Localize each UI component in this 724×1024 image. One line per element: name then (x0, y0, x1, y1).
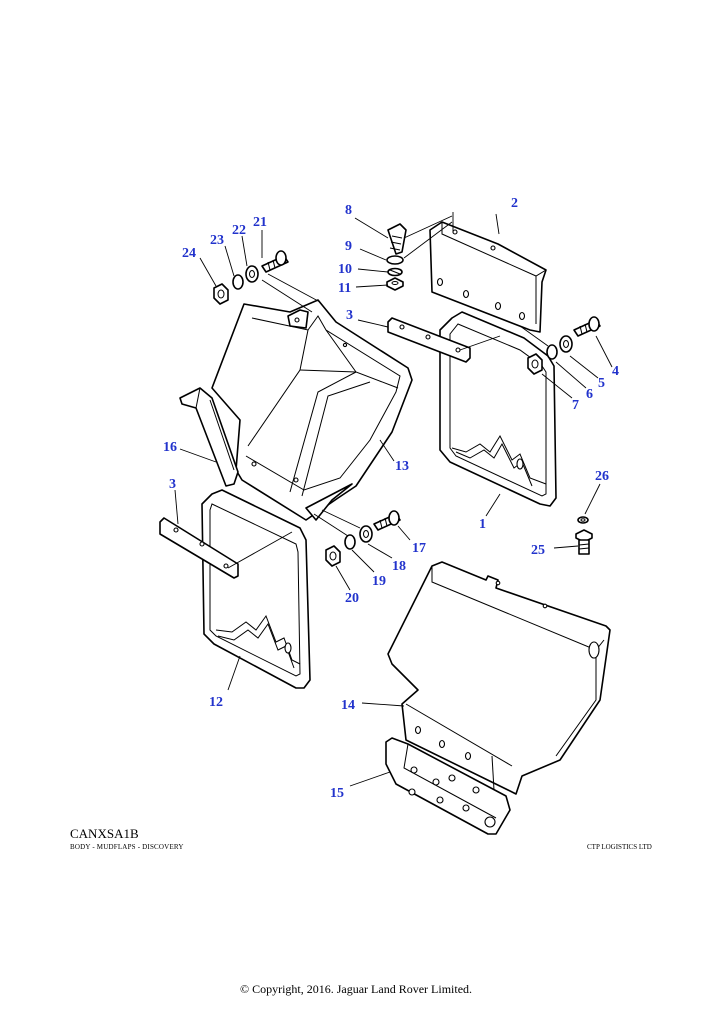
part-2-bracket (429, 212, 547, 333)
supplier-label: CTP LOGISTICS LTD (587, 843, 652, 851)
callout-17: 17 (412, 541, 426, 556)
callout-18: 18 (392, 559, 406, 574)
part-13-duct-bracket (211, 299, 413, 521)
callout-15: 15 (330, 786, 344, 801)
diagram-code: CANXSA1B (70, 826, 139, 841)
part-15-plate (385, 737, 511, 835)
callout-26: 26 (595, 469, 609, 484)
callout-5: 5 (598, 376, 605, 391)
callout-14: 14 (341, 698, 355, 713)
callout-13: 13 (395, 459, 409, 474)
part-12-mudflap-left (201, 489, 311, 689)
callout-labels: 1 2 3 3 4 5 6 7 8 9 10 11 12 13 14 15 16… (163, 196, 619, 801)
callout-9: 9 (345, 239, 352, 254)
callout-12: 12 (209, 695, 223, 710)
callout-8: 8 (345, 203, 352, 218)
callout-1: 1 (479, 517, 486, 532)
fastener-stack-25-26 (575, 516, 593, 555)
fastener-stack-17-20 (313, 509, 401, 567)
copyright-footer: © Copyright, 2016. Jaguar Land Rover Lim… (239, 982, 473, 996)
part-3-strip-left (159, 517, 293, 579)
callout-25: 25 (531, 543, 545, 558)
callout-20: 20 (345, 591, 359, 606)
callout-24: 24 (182, 246, 196, 261)
callout-23: 23 (210, 233, 224, 248)
callout-2: 2 (511, 196, 518, 211)
part-16-strut (179, 387, 239, 487)
fastener-stack-4-7 (519, 316, 601, 375)
part-14-panel (387, 561, 611, 795)
callout-11: 11 (338, 281, 351, 296)
diagram-caption: BODY - MUDFLAPS - DISCOVERY (70, 843, 184, 851)
fastener-stack-8-11 (386, 215, 453, 291)
callout-16: 16 (163, 440, 177, 455)
callout-3-right: 3 (346, 308, 353, 323)
callout-3-left: 3 (169, 477, 176, 492)
callout-4: 4 (612, 364, 619, 379)
callout-21: 21 (253, 215, 267, 230)
callout-6: 6 (586, 387, 593, 402)
callout-7: 7 (572, 398, 579, 413)
part-1-mudflap-right (439, 311, 557, 507)
callout-leaders (174, 213, 613, 787)
part-3-strip-right (387, 317, 501, 363)
callout-10: 10 (338, 262, 352, 277)
callout-22: 22 (232, 223, 246, 238)
callout-19: 19 (372, 574, 386, 589)
fastener-stack-21-24 (213, 250, 321, 313)
